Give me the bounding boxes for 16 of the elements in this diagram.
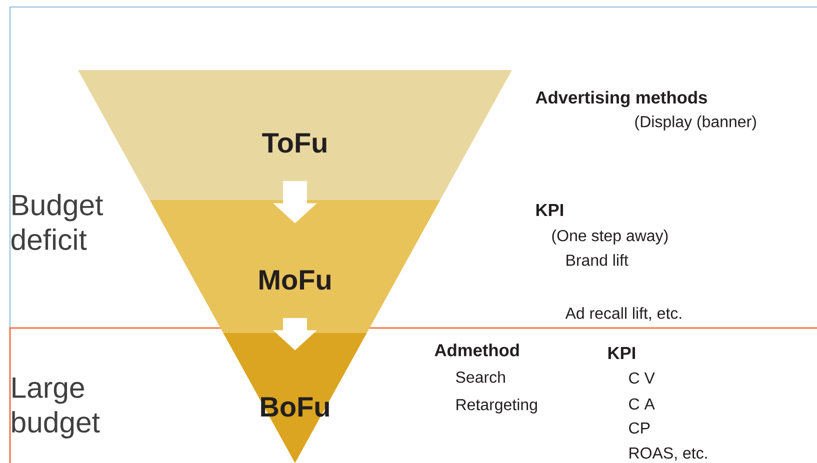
side-label: Advertising methods [536, 90, 707, 108]
funnel-band: MoFu [150, 200, 440, 333]
side-label: (One step away) [552, 230, 668, 244]
side-label: Admethod [434, 344, 519, 356]
side-label: C V [629, 372, 655, 384]
side-label: Retargeting [456, 398, 537, 414]
side-label: CP [629, 422, 650, 434]
side-label: KPI [536, 204, 563, 216]
side-label: Ad recall lift, etc. [565, 307, 682, 321]
side-label: Search [456, 371, 505, 383]
side-label: KPI [608, 347, 635, 359]
side-label: (Display (banner) [635, 116, 756, 130]
side-label: ROAS, etc. [630, 447, 707, 461]
side-label: Large budget [12, 378, 100, 438]
side-label: C A [629, 398, 655, 410]
side-label: Brand lift [566, 254, 628, 266]
